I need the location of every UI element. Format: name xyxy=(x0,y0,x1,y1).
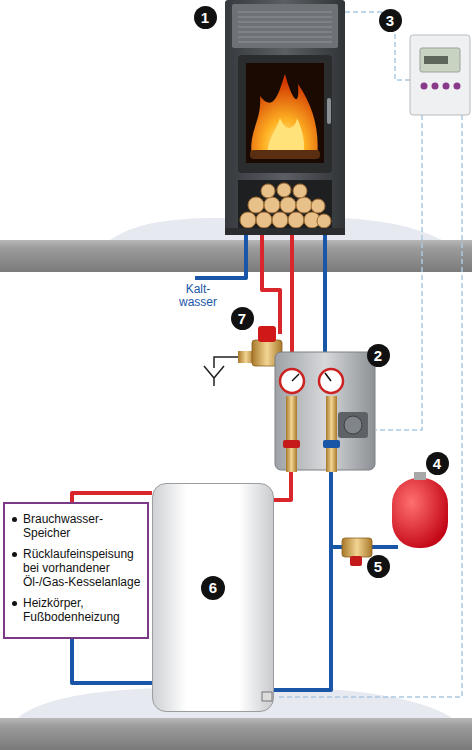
expansion-vessel xyxy=(342,472,448,566)
pump-head xyxy=(344,416,362,434)
flow-pipe xyxy=(290,235,294,360)
valve-cap xyxy=(258,326,276,342)
list-item: Rücklaufeinspeisung bei vorhandener Öl-/… xyxy=(9,547,143,589)
callout-number: 6 xyxy=(201,576,225,600)
pipe-label: Kalt- wasser xyxy=(176,283,220,309)
vessel-pipe xyxy=(372,545,398,549)
stove-top xyxy=(232,4,338,48)
gauge xyxy=(280,369,304,393)
stove-base xyxy=(225,228,345,235)
callout-number: 2 xyxy=(367,344,390,367)
vessel-body xyxy=(392,478,448,548)
log xyxy=(277,183,291,197)
callout-number: 1 xyxy=(194,6,217,29)
cap-valve-handle xyxy=(350,556,362,566)
floor-slab xyxy=(0,240,472,272)
pipe-connector xyxy=(72,493,152,502)
flame xyxy=(251,74,317,158)
log xyxy=(272,212,288,228)
list-text: Heizkörper, Fußbodenheizung xyxy=(23,596,120,624)
callout-number: 3 xyxy=(379,9,402,32)
log xyxy=(296,197,312,213)
gauge-needle xyxy=(325,373,331,381)
cap-valve xyxy=(342,538,372,557)
stove-glass xyxy=(246,63,324,163)
log xyxy=(311,199,325,213)
log xyxy=(240,212,256,228)
gauge-needle xyxy=(292,374,299,381)
log xyxy=(293,184,307,198)
pump-motor xyxy=(338,412,368,438)
vessel-valve xyxy=(414,472,426,480)
bullet-dot xyxy=(12,601,17,606)
stove xyxy=(225,0,345,235)
stove-body xyxy=(225,0,345,235)
storage-tank: 6 xyxy=(152,483,274,712)
list-text: Rücklaufeinspeisung bei vorhandener Öl-/… xyxy=(23,547,140,589)
ball-valve xyxy=(283,440,300,448)
log xyxy=(248,197,264,213)
pipe-connector xyxy=(72,639,152,683)
flow-pipe xyxy=(262,235,280,334)
gauge xyxy=(319,369,343,393)
edge-group xyxy=(72,493,152,683)
controller xyxy=(410,35,470,115)
pump-group xyxy=(275,352,375,472)
floor xyxy=(0,218,472,750)
controller-button xyxy=(443,83,450,90)
return-pipe xyxy=(323,235,327,360)
temperature-sensor xyxy=(262,692,272,701)
controller-button xyxy=(454,83,461,90)
list-text: Brauchwasser- Speicher xyxy=(23,512,103,540)
controller-button xyxy=(421,83,428,90)
brass-pipe xyxy=(326,396,337,472)
log-compartment xyxy=(238,180,332,228)
drain-pipe xyxy=(214,357,240,368)
controller-button xyxy=(432,83,439,90)
ball-valve xyxy=(323,440,340,448)
signal-wire xyxy=(276,115,462,697)
firewood xyxy=(240,183,331,228)
floor-slab xyxy=(0,718,472,750)
info-box: Brauchwasser- SpeicherRücklaufeinspeisun… xyxy=(3,502,149,639)
controller-housing xyxy=(410,35,470,115)
burning-log xyxy=(250,150,320,159)
callout-number: 5 xyxy=(367,555,390,578)
door-handle xyxy=(327,98,331,124)
log xyxy=(288,212,304,228)
log xyxy=(256,212,272,228)
signal-wire xyxy=(376,115,422,430)
drain-funnel xyxy=(204,366,224,386)
log xyxy=(264,197,280,213)
brass-pipe xyxy=(286,396,297,472)
callout-number: 4 xyxy=(426,452,449,475)
return-pipe xyxy=(274,470,331,690)
bullet-dot xyxy=(12,517,17,522)
callout-number: 7 xyxy=(231,307,254,330)
log xyxy=(317,214,331,228)
log xyxy=(261,184,275,198)
list-item: Brauchwasser- Speicher xyxy=(9,512,143,540)
bullet-dot xyxy=(12,552,17,557)
flow-pipe xyxy=(274,470,291,500)
stove-door xyxy=(238,55,332,173)
safety-valve xyxy=(204,326,282,386)
display-digits xyxy=(424,56,448,64)
controller-display xyxy=(420,48,460,72)
cold-water-pipe xyxy=(195,235,246,278)
log xyxy=(280,197,296,213)
stove-grille xyxy=(238,12,332,42)
list-item: Heizkörper, Fußbodenheizung xyxy=(9,596,143,624)
